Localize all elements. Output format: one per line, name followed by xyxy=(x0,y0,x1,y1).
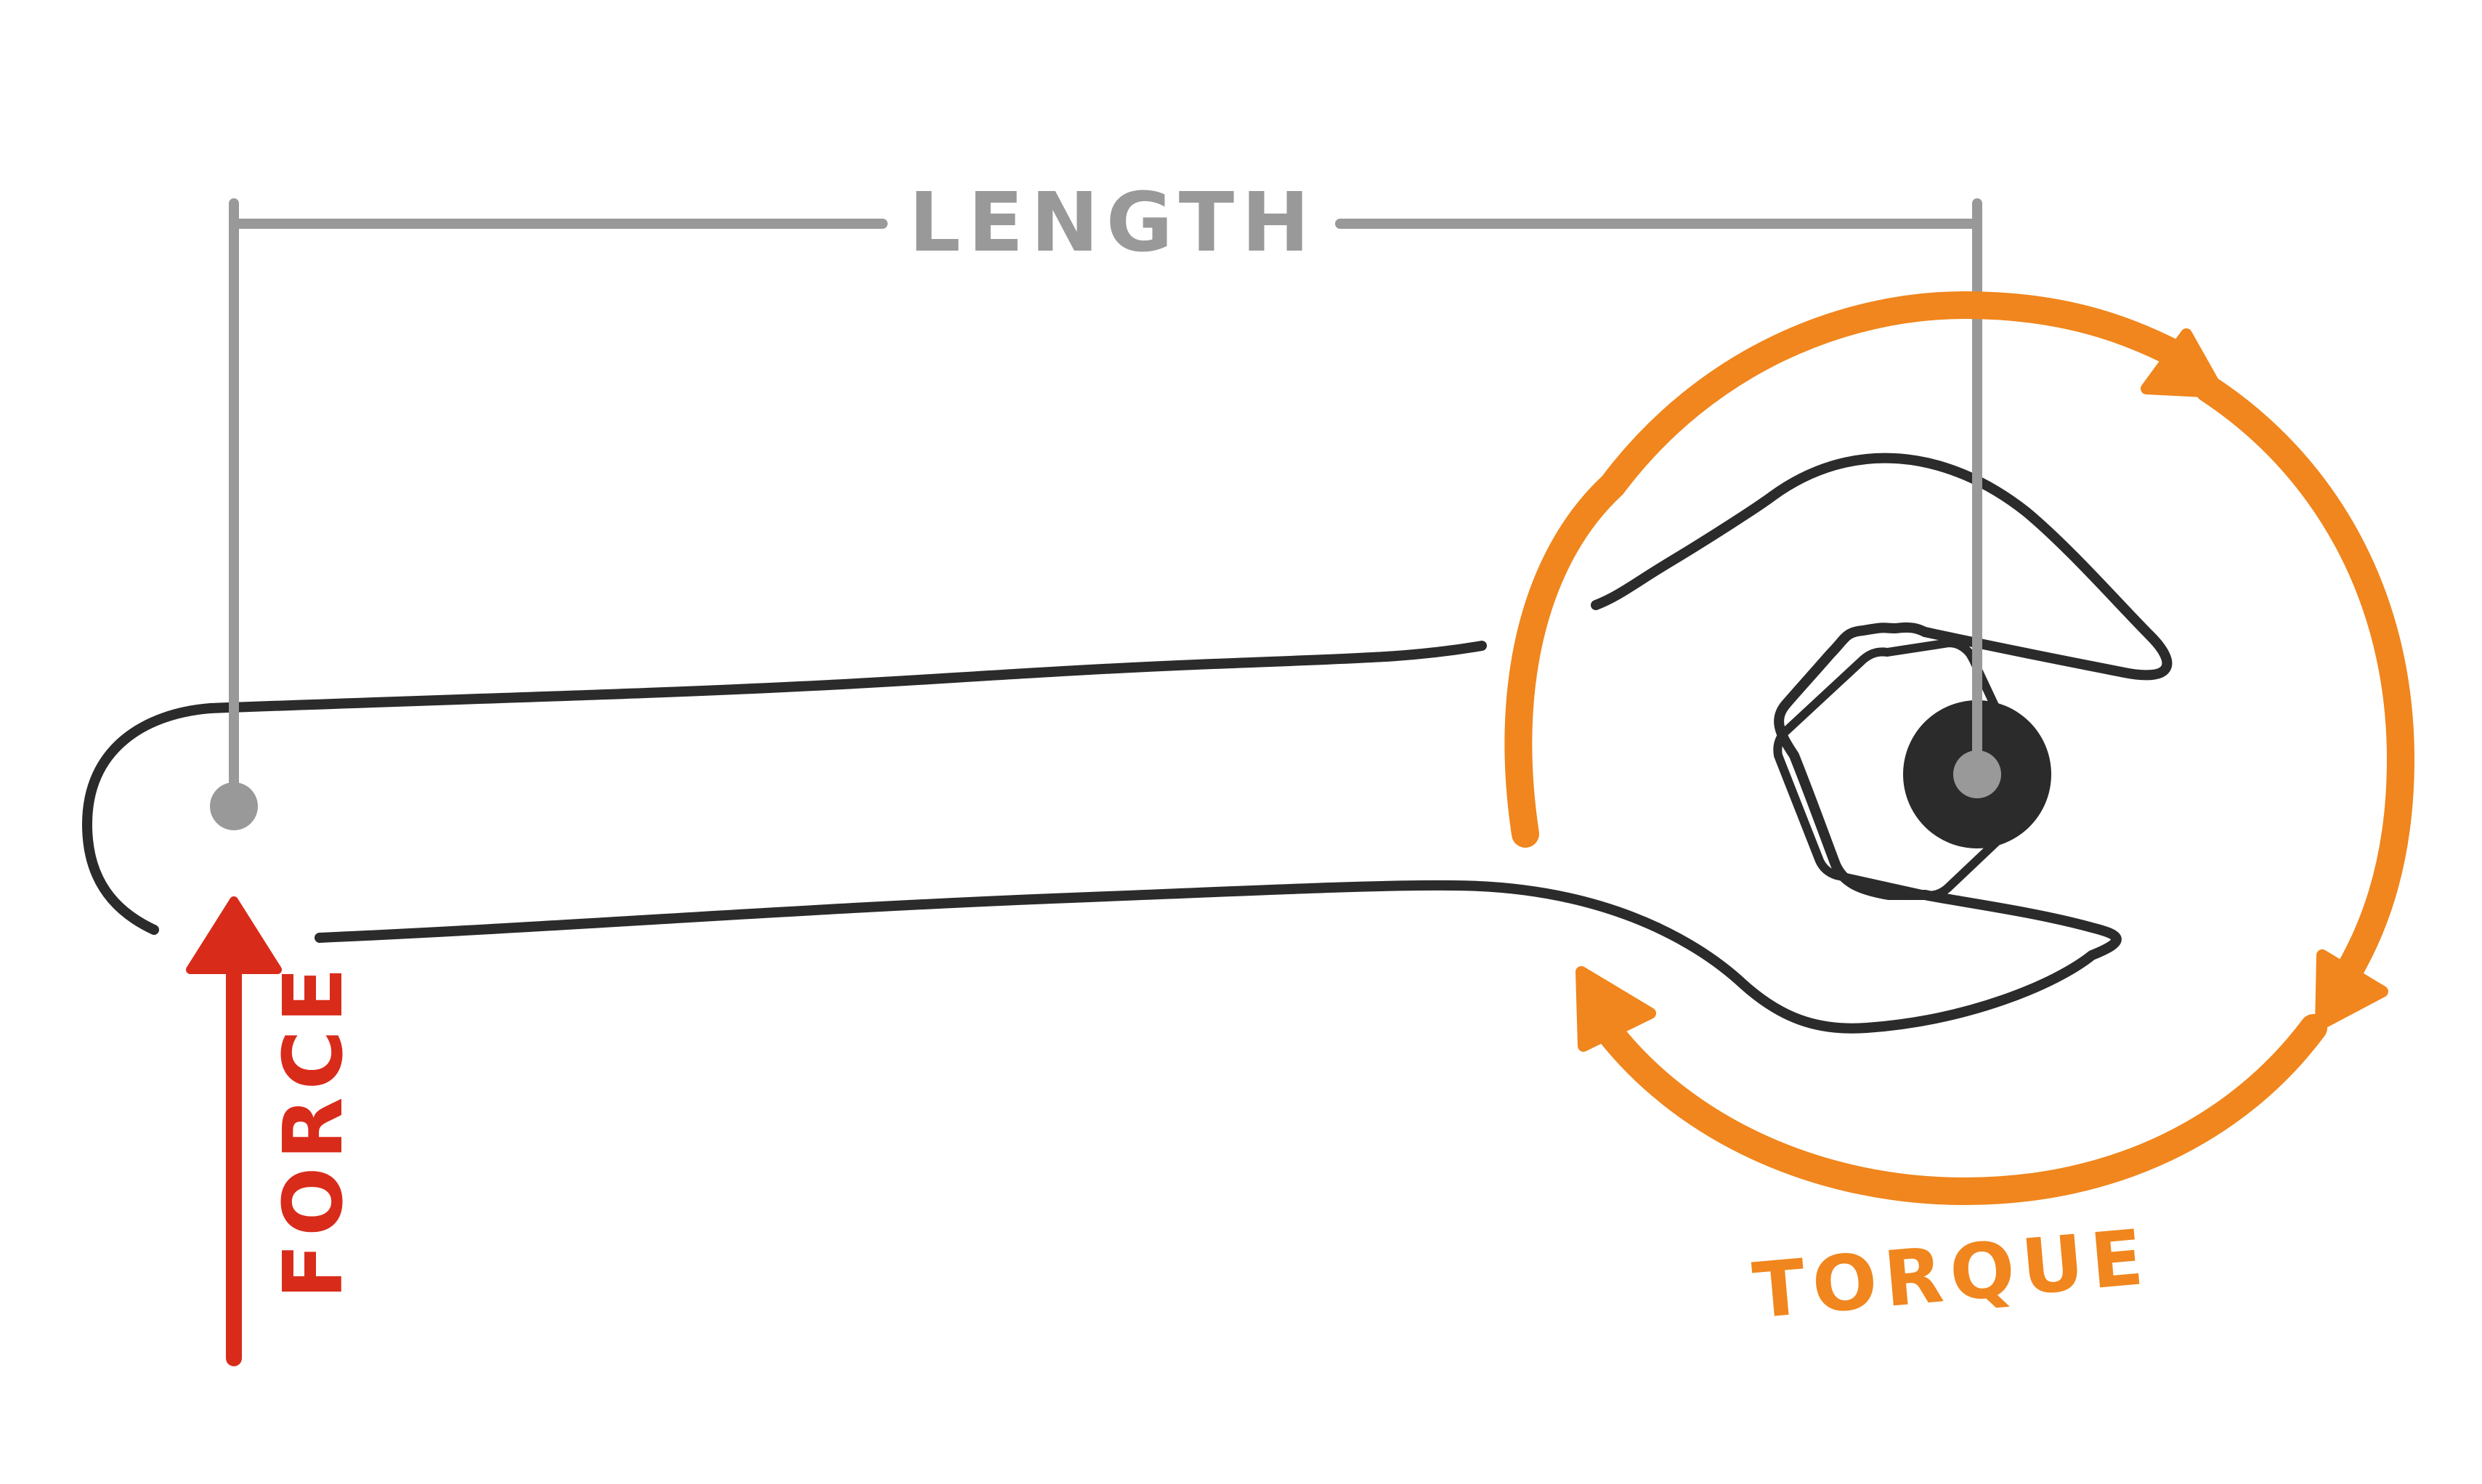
force-indicator: FORCE xyxy=(186,896,361,1366)
wrench-upper-jaw xyxy=(1591,453,2173,681)
torque-label: TORQUE xyxy=(1750,1212,2154,1335)
force-label: FORCE xyxy=(267,960,361,1299)
length-end-dot xyxy=(1953,750,2001,798)
wrench xyxy=(82,453,2173,1034)
wrench-handle-end xyxy=(82,703,216,935)
force-arrow-head xyxy=(186,896,282,974)
length-label: LENGTH xyxy=(909,176,1317,270)
torque-arc-left xyxy=(1504,291,2207,848)
torque-indicator: TORQUE xyxy=(1504,291,2414,1336)
torque-arc-bottom xyxy=(1595,1014,2327,1205)
length-indicator: LENGTH xyxy=(210,176,2001,830)
torque-arrowhead-right xyxy=(2315,949,2388,1030)
wrench-handle-top-edge xyxy=(206,641,1487,713)
hex-nut xyxy=(1773,638,2039,900)
length-start-dot xyxy=(210,782,258,830)
wrench-jaw-mouth xyxy=(1774,622,1930,900)
torque-arc-right xyxy=(2194,375,2414,984)
torque-arrowhead-left xyxy=(1575,966,1656,1052)
wrench-handle-bottom-edge xyxy=(315,880,2122,1034)
